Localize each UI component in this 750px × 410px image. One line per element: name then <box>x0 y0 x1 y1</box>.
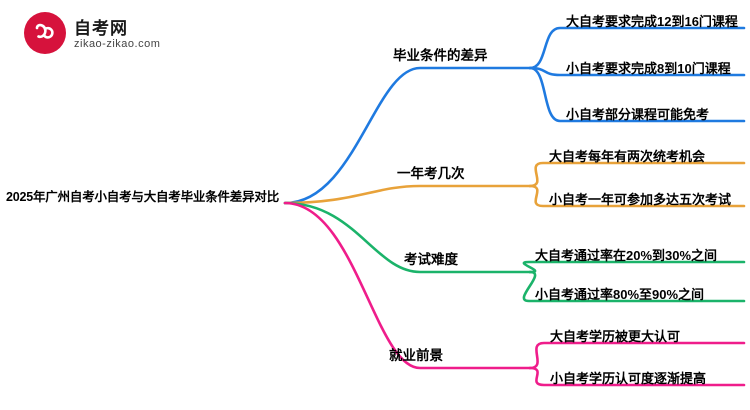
mindmap-branch-label-4[interactable]: 就业前景 <box>389 348 443 363</box>
mindmap-leaf-label-3-2[interactable]: 小自考通过率80%至90%之间 <box>535 287 705 302</box>
mindmap-leaf-label-2-1[interactable]: 大自考每年有两次统考机会 <box>549 149 706 164</box>
mindmap-leaf-label-4-2[interactable]: 小自考学历认可度逐渐提高 <box>550 371 707 386</box>
mindmap-branch-label-2[interactable]: 一年考几次 <box>397 166 465 181</box>
mindmap-leaf-label-1-3[interactable]: 小自考部分课程可能免考 <box>566 107 710 122</box>
mindmap-leaf-label-3-1[interactable]: 大自考通过率在20%到30%之间 <box>535 248 718 263</box>
mindmap-branch-label-1[interactable]: 毕业条件的差异 <box>393 48 488 63</box>
logo-title-cn: 自考网 <box>74 19 128 38</box>
mindmap-leaf-label-1-1[interactable]: 大自考要求完成12到16门课程 <box>566 14 738 29</box>
mindmap-root-label: 2025年广州自考小自考与大自考毕业条件差异对比 <box>6 190 280 204</box>
mindmap-leaf-label-4-1[interactable]: 大自考学历被更大认可 <box>550 329 681 344</box>
mindmap-leaf-label-1-2[interactable]: 小自考要求完成8到10门课程 <box>566 61 731 76</box>
mindmap-leaf-label-2-2[interactable]: 小自考一年可参加多达五次考试 <box>549 192 732 207</box>
logo-circle-icon <box>24 12 66 54</box>
mindmap-branch-label-3[interactable]: 考试难度 <box>404 252 458 267</box>
logo-title-en: zikao-zikao.com <box>74 38 161 50</box>
site-logo: 自考网 zikao-zikao.com <box>24 8 184 60</box>
